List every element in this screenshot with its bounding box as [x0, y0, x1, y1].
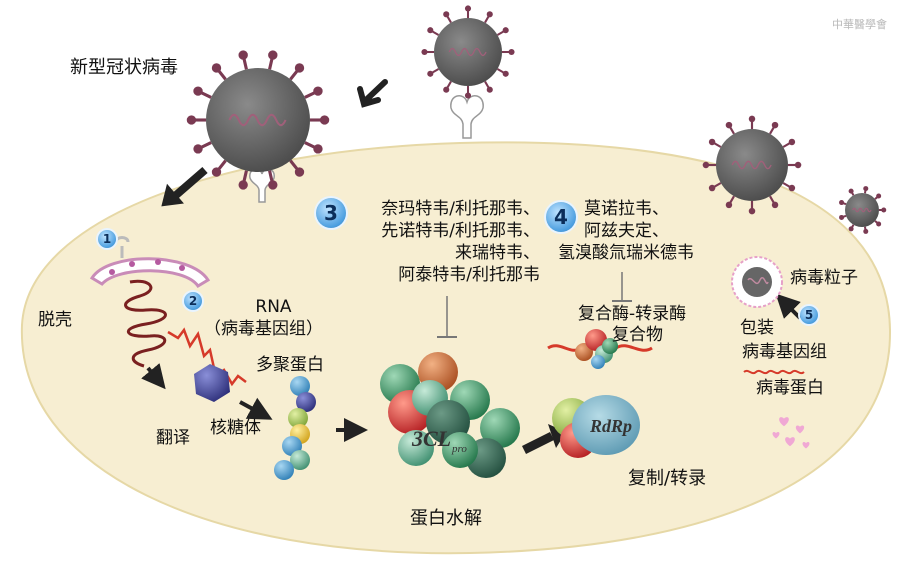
endosome-icon: [89, 236, 211, 289]
step-5-marker: 5: [800, 306, 818, 324]
step-2-marker: 2: [184, 292, 202, 310]
rna-label-line1: RNA: [255, 297, 292, 317]
genome-wave-icon: [743, 369, 805, 375]
3clpro-tag: 3CL: [411, 426, 451, 451]
ribosome-label: 核糖体: [210, 418, 261, 438]
complex-label-line1: 复合酶-转录酶: [578, 304, 687, 324]
drug-item: 来瑞特韦、: [455, 243, 540, 263]
replication-label: 复制/转录: [628, 468, 707, 489]
virus-icon: [702, 115, 802, 215]
drug-item: 奈玛特韦/利托那韦、: [381, 199, 540, 219]
entry-arrow-icon: [161, 183, 184, 207]
ribosome-icon: [194, 364, 230, 402]
viral-rna-icon: [124, 279, 167, 368]
rna-genome-icon: [167, 327, 216, 369]
polyprotein-icon: [274, 376, 316, 480]
drug-item: 阿兹夫定、: [584, 221, 669, 241]
3clpro-subscript: pro: [451, 443, 467, 455]
3clpro-protease-icon: [380, 352, 520, 478]
rna-label: RNA （病毒基因组）: [204, 296, 323, 340]
viral-protein-label: 病毒蛋白: [756, 378, 824, 398]
translation-label: 翻译: [156, 428, 190, 448]
inhibit-rdrp-icon: [612, 272, 632, 302]
translation-arrow-icon: [239, 397, 273, 420]
complex-label: 复合酶-转录酶 复合物: [578, 304, 686, 346]
entry-arrow-icon: [172, 166, 208, 200]
viral-protein-icon: [772, 417, 810, 449]
replicase-complex-icon: [547, 329, 653, 369]
drug-list-3clpro: 奈玛特韦/利托那韦、 先诺特韦/利托那韦、 来瑞特韦、 阿泰特韦/利托那韦: [352, 198, 540, 286]
to-rdrp-arrow-icon: [521, 431, 555, 455]
uncoating-arrow-icon: [141, 363, 166, 390]
packaging-arrow-icon: [775, 293, 802, 320]
ace2-receptor-icon: [450, 95, 484, 139]
entry-arrow-icon: [357, 79, 388, 108]
drug-item: 阿泰特韦/利托那韦: [398, 265, 540, 285]
virus-label: 新型冠状病毒: [70, 57, 178, 78]
drug-item: 先诺特韦/利托那韦、: [381, 221, 540, 241]
watermark-logo: 中華醫學會: [832, 18, 887, 31]
genome-label: 病毒基因组: [742, 342, 827, 362]
step-4-marker: 4: [546, 202, 576, 232]
rdrp-icon: [552, 395, 640, 458]
rna-label-line2: （病毒基因组）: [204, 319, 323, 339]
virus-icon: [839, 186, 887, 234]
virus-icon: [421, 5, 515, 99]
virus-icon: [186, 50, 330, 190]
step-3-marker: 3: [316, 198, 346, 228]
packaging-label: 包装: [740, 318, 774, 338]
inhibit-3clpro-icon: [437, 296, 457, 338]
step-1-marker: 1: [98, 230, 116, 248]
virion-label: 病毒粒子: [790, 268, 858, 288]
drug-item: 氢溴酸氚瑞米德韦: [558, 243, 694, 263]
proteolysis-label: 蛋白水解: [410, 508, 482, 529]
drug-item: 莫诺拉韦、: [584, 199, 669, 219]
complex-label-line2: 复合物: [612, 325, 663, 345]
drug-list-rdrp: 莫诺拉韦、 阿兹夫定、 氢溴酸氚瑞米德韦: [558, 198, 694, 264]
rdrp-tag: RdRp: [589, 416, 632, 436]
uncoating-label: 脱壳: [38, 310, 72, 330]
virion-icon: [731, 256, 783, 308]
polyprotein-label: 多聚蛋白: [256, 355, 324, 375]
